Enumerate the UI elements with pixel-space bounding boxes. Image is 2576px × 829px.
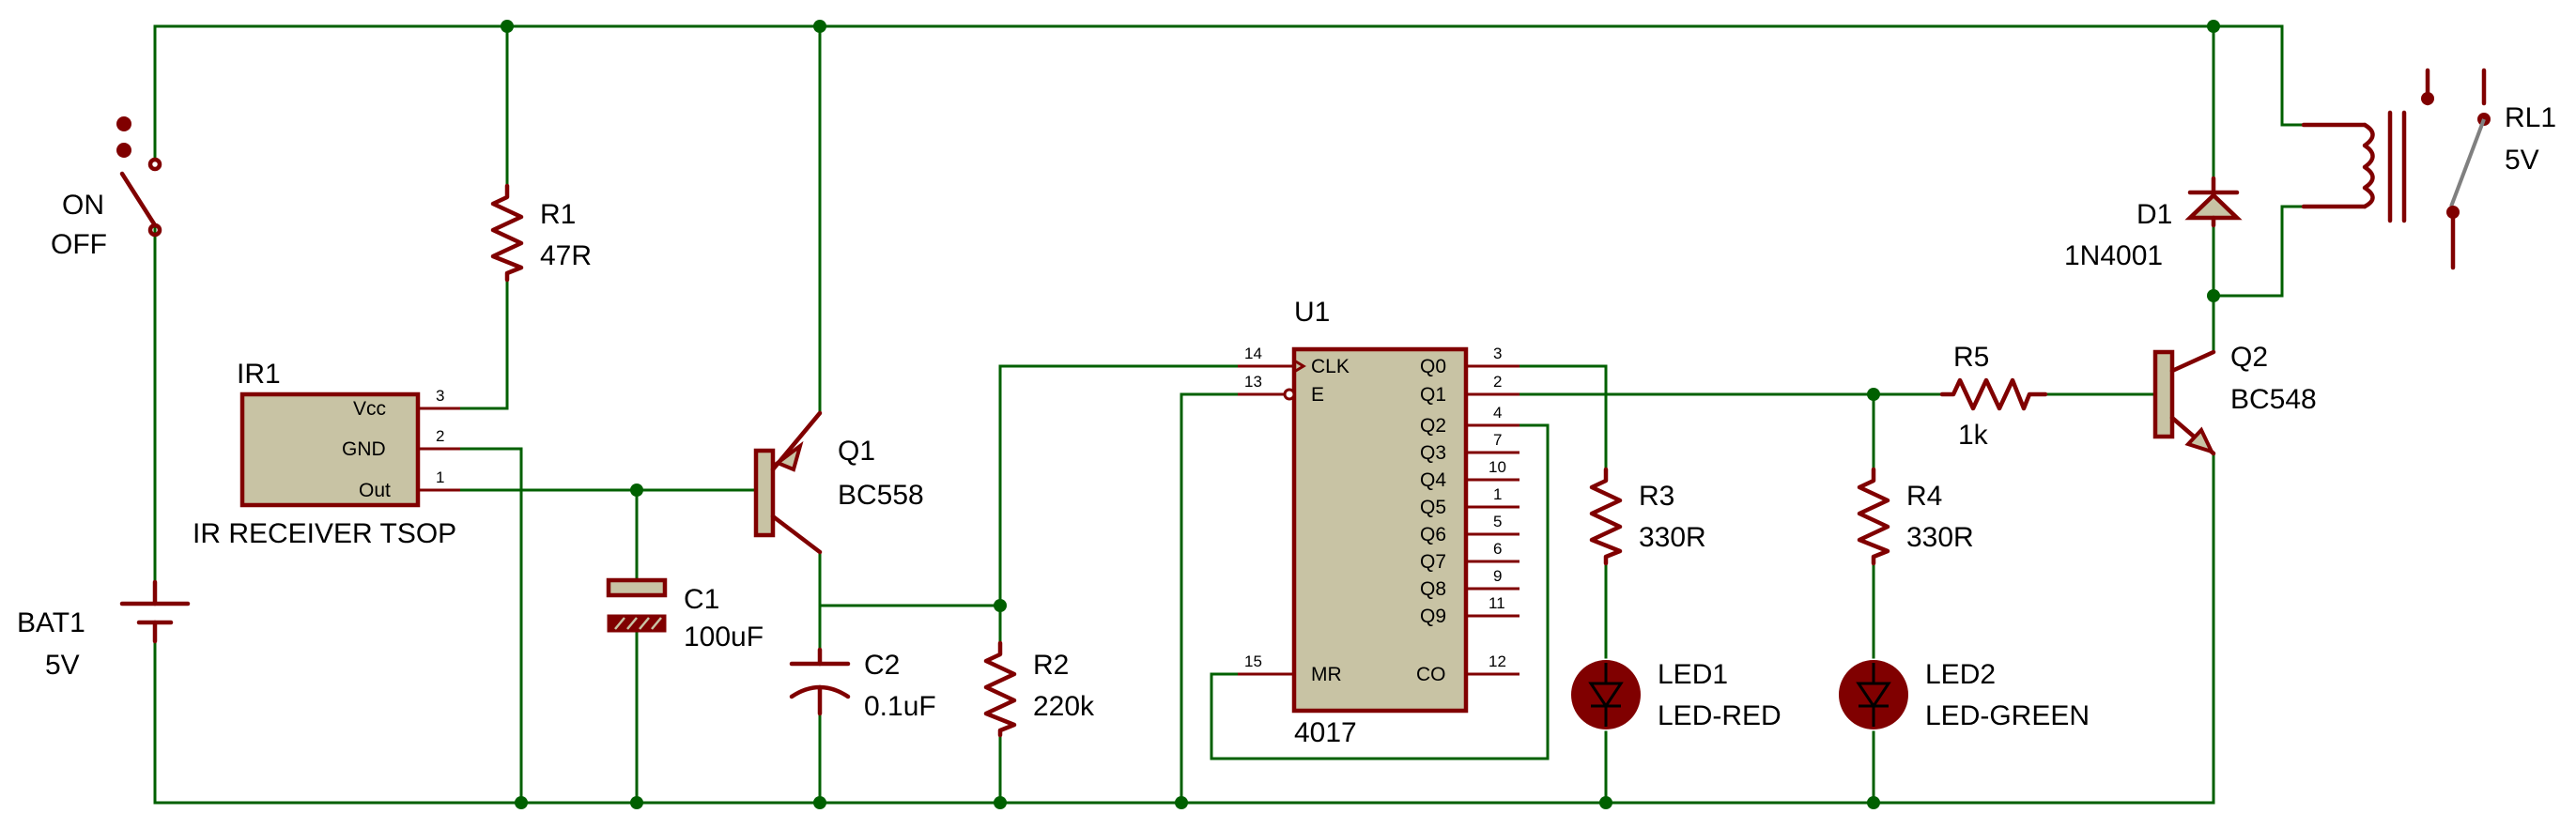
r3-value: 330R <box>1639 522 1706 553</box>
switch-knob-icon <box>116 116 131 131</box>
ir-receiver-ir1: Vcc GND Out 3 2 1 IR1 IR RECEIVER TSOP <box>193 359 460 549</box>
u1-pin-name: Q6 <box>1420 524 1446 545</box>
u1-pin-name: Q1 <box>1420 384 1446 406</box>
switch: ON OFF <box>51 116 162 260</box>
u1-pin-num: 6 <box>1493 540 1502 558</box>
r1-ref: R1 <box>540 199 576 230</box>
u1-pin-num: 12 <box>1489 652 1506 670</box>
u1-pin-num: 1 <box>1493 485 1502 503</box>
u1-pin-num: 7 <box>1493 431 1502 449</box>
junctions <box>501 20 2220 809</box>
r2-ref: R2 <box>1033 650 1069 681</box>
u1-pin-name: Q9 <box>1420 606 1446 627</box>
led2-ref: LED2 <box>1925 659 1996 690</box>
u1-pin-num: 5 <box>1493 513 1502 530</box>
resistor-r2: R2 220k <box>983 640 1095 738</box>
rl1-ref: RL1 <box>2505 102 2556 133</box>
resistor-r1: R1 47R <box>490 183 592 283</box>
u1-pin-name: Q0 <box>1420 356 1446 377</box>
u1-pin-name: E <box>1311 384 1324 406</box>
c2-value: 0.1uF <box>864 691 936 722</box>
relay-rl1: RL1 5V <box>2301 68 2556 270</box>
u1-pin-num: 3 <box>1493 345 1502 362</box>
diode-d1: D1 1N4001 <box>2064 176 2243 271</box>
ir1-pin-num: 3 <box>436 387 444 405</box>
rl1-value: 5V <box>2505 145 2539 176</box>
c1-ref: C1 <box>684 584 719 615</box>
u1-pin-name: Q2 <box>1420 415 1446 437</box>
u1-pin-name: Q5 <box>1420 497 1446 518</box>
r5-value: 1k <box>1958 420 1989 451</box>
r1-value: 47R <box>540 240 592 271</box>
u1-pin-num: 14 <box>1244 345 1262 362</box>
ir1-pin-out: Out <box>359 480 391 501</box>
q2-ref: Q2 <box>2230 342 2268 373</box>
ic-u1-4017: CLK E MR 14 13 15 Q0 Q1 Q2 Q3 Q4 Q5 Q6 Q… <box>1238 297 1519 748</box>
u1-pin-name: MR <box>1311 664 1342 685</box>
resistor-r5: R5 1k <box>1939 342 2048 451</box>
u1-pin-name: Q4 <box>1420 469 1446 491</box>
switch-on-label: ON <box>62 190 104 221</box>
led1-ref: LED1 <box>1658 659 1728 690</box>
clock-edge-icon <box>1293 359 1306 374</box>
c1-value: 100uF <box>684 622 764 652</box>
u1-pin-num: 2 <box>1493 373 1502 391</box>
u1-pin-name: CLK <box>1311 356 1350 377</box>
d1-value: 1N4001 <box>2064 240 2163 271</box>
u1-pin-num: 10 <box>1489 458 1506 476</box>
capacitor-c2: C2 0.1uF <box>789 647 936 722</box>
resistor-r4: R4 330R <box>1857 467 1974 566</box>
ir1-pin-gnd: GND <box>342 438 386 460</box>
ir1-ref: IR1 <box>237 359 281 390</box>
r3-ref: R3 <box>1639 481 1674 512</box>
led-led2: LED2 LED-GREEN <box>1839 659 2090 731</box>
capacitor-c1: C1 100uF <box>606 577 764 652</box>
led-led1: LED1 LED-RED <box>1571 659 1782 731</box>
transistor-q1: Q1 BC558 <box>753 410 924 555</box>
switch-off-label: OFF <box>51 229 107 260</box>
resistor-r3: R3 330R <box>1589 467 1706 566</box>
bat1-ref: BAT1 <box>17 607 85 638</box>
c2-ref: C2 <box>864 650 900 681</box>
u1-pin-name: Q8 <box>1420 578 1446 600</box>
u1-pin-name: Q7 <box>1420 551 1446 573</box>
q1-ref: Q1 <box>838 436 875 467</box>
r5-ref: R5 <box>1953 342 1989 373</box>
switch-knob-icon <box>116 143 131 158</box>
ir1-pin-vcc: Vcc <box>353 398 386 420</box>
u1-pin-num: 13 <box>1244 373 1262 391</box>
u1-value: 4017 <box>1294 717 1357 748</box>
ir1-pin-num: 1 <box>436 468 444 486</box>
q2-value: BC548 <box>2230 384 2317 415</box>
u1-pin-num: 4 <box>1493 404 1502 422</box>
led1-value: LED-RED <box>1658 700 1782 731</box>
ir1-pin-num: 2 <box>436 427 444 445</box>
bat1-value: 5V <box>45 650 80 681</box>
r4-ref: R4 <box>1906 481 1942 512</box>
u1-pin-num: 11 <box>1489 594 1505 612</box>
u1-pin-num: 15 <box>1244 652 1262 670</box>
r4-value: 330R <box>1906 522 1974 553</box>
d1-ref: D1 <box>2136 199 2172 230</box>
u1-pin-num: 9 <box>1493 567 1502 585</box>
battery-bat1: BAT1 5V <box>17 579 191 681</box>
u1-pin-name: CO <box>1416 664 1446 685</box>
r2-value: 220k <box>1033 691 1095 722</box>
inverted-pin-icon <box>1283 388 1296 401</box>
led2-value: LED-GREEN <box>1925 700 2090 731</box>
u1-ref: U1 <box>1294 297 1330 328</box>
q1-value: BC558 <box>838 480 924 511</box>
transistor-q2: Q2 BC548 <box>2152 342 2317 456</box>
ir1-value: IR RECEIVER TSOP <box>193 518 456 549</box>
u1-pin-name: Q3 <box>1420 442 1446 464</box>
